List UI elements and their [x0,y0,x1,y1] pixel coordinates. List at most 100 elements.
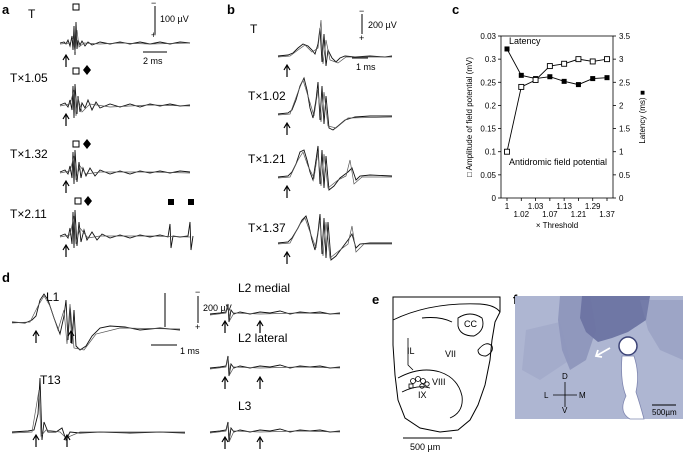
stim-arrow [62,53,70,67]
trace-d-l2l [209,355,341,377]
trace-d-l3-label: L3 [238,399,252,413]
x-tick-label: 1.29 [585,202,601,211]
y-tick-label: 0.15 [480,125,496,134]
trace-d-t13 [11,377,186,442]
scale-plus: + [151,30,156,40]
y-tick-label: 0.3 [485,55,497,64]
scale-plus-b: + [359,33,364,43]
trace-d-l3 [209,421,341,443]
scale-voltage-d: 200 µV [203,303,232,313]
y2-axis-label: Latency (ms) ■ [638,90,647,143]
x-tick-label: 1.02 [513,210,529,219]
axis-dorsal: D [562,372,568,381]
legend-latency: Latency [509,36,541,46]
x-tick-label: 1.21 [571,210,587,219]
y-tick-label: 0.25 [480,78,496,87]
panel-f: f D V L M 500µm [513,292,683,420]
axis-medial: M [579,391,586,400]
amplitude-point [532,77,539,83]
y2-tick-label: 2.5 [619,78,631,87]
latency-point [575,82,581,88]
stained-region [580,296,650,342]
y-axis-label: □ Amplitude of field potential (mV) [465,57,474,177]
trace-b1-label: T [250,22,258,36]
trace-a4-label: T×2.11 [10,207,47,221]
latency-point [518,72,524,78]
legend-antidromic: Antidromic field potential [509,157,607,167]
x-tick-label: 1 [505,202,510,211]
scale-time-d: 1 ms [180,346,200,356]
trace-d-t13-label: T13 [40,373,61,387]
latency-point [504,46,510,52]
x-tick-label: 1.37 [599,210,615,219]
trace-a3-label: T×1.32 [10,147,48,161]
amplitude-point [575,56,582,63]
panel-d-label: d [2,270,10,285]
open-square-marker [72,3,80,11]
amplitude-point [561,60,568,67]
scale-time-b: 1 ms [356,62,376,72]
scale-minus-d: − [195,287,200,297]
scale-plus-d: + [195,322,200,332]
trace-d-l2l-label: L2 lateral [238,331,287,345]
axis-ventral: V [562,406,568,415]
spinal-outline [392,296,501,433]
ventral-fissure [621,355,645,420]
latency-point [547,74,553,80]
trace-a4 [59,209,194,251]
trace-a2 [59,83,191,119]
scale-voltage-a: 100 µV [160,14,189,24]
region-vii: VII [445,349,456,359]
region-cc: CC [464,319,477,329]
trace-a1 [59,21,191,56]
trace-d-l1-label: L1 [46,290,60,304]
trace-a2-label: T×1.05 [10,71,48,85]
trace-d-l2m-label: L2 medial [238,281,290,295]
trace-b3-label: T×1.21 [248,152,286,166]
trace-d-l1 [11,293,181,351]
plot-area [500,35,614,199]
x-tick-label: 1.13 [556,202,572,211]
y-tick-label: 0.05 [480,171,496,180]
trace-b4-label: T×1.37 [248,221,286,235]
lesion-arrow [594,347,611,358]
amplitude-point [518,83,525,90]
trace-b4 [277,213,392,261]
x-axis-label: × Threshold [536,221,578,230]
scale-time-a: 2 ms [143,56,163,66]
y2-tick-label: 3 [619,55,624,64]
scale-f: 500µm [652,408,677,417]
x-tick-label: 1.03 [528,202,544,211]
y-tick-label: 0.2 [485,101,497,110]
panel-b: b T T×1.02 T×1.21 T×1.37 − + 200 µV 1 ms [227,2,397,264]
scale-minus-b: − [359,6,364,16]
trace-a1-label: T [28,7,36,21]
y2-tick-label: 1.5 [619,125,631,134]
scale-minus: − [151,0,156,8]
trace-b2 [277,76,392,131]
amplitude-point [604,56,610,63]
axis-lateral: L [544,391,549,400]
latency-point [590,76,596,82]
y2-tick-label: 3.5 [619,32,631,41]
central-canal [618,336,638,356]
panel-e-label: e [372,292,379,307]
latency-point [561,78,567,84]
cc-region [457,313,484,337]
y-tick-label: 0 [492,194,497,203]
trace-d-l2m [209,303,341,323]
latency-point [604,75,610,81]
amplitude-point [504,148,510,155]
y-tick-label: 0.1 [485,148,497,157]
amplitude-point [589,58,596,65]
scale-e: 500 µm [410,442,440,452]
scale-voltage-b: 200 µV [368,20,397,30]
region-viii: VIII [432,377,446,387]
region-il: IL [407,346,415,356]
y2-tick-label: 0 [619,194,624,203]
trace-b1 [277,27,393,67]
y2-tick-label: 1 [619,148,624,157]
